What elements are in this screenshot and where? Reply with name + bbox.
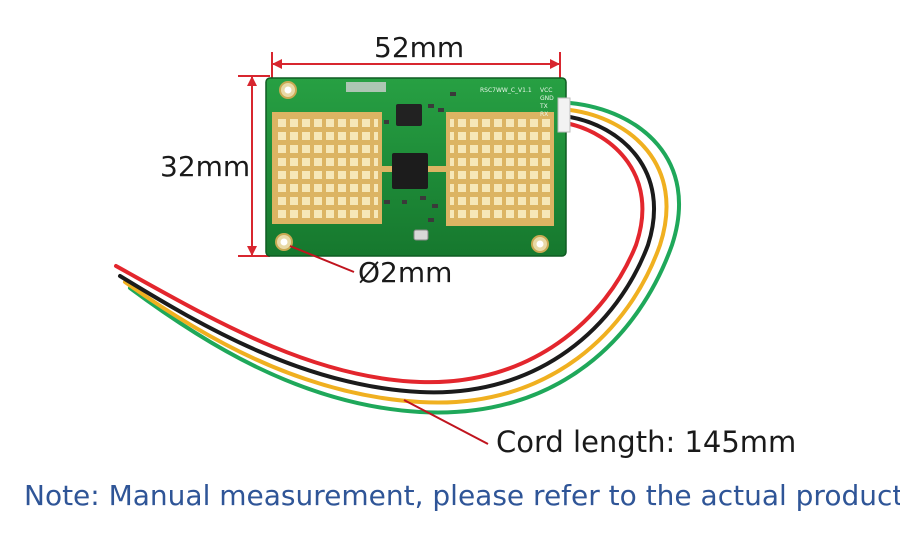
smd-components — [384, 92, 456, 222]
width-dimension-line — [271, 52, 561, 80]
hole-pointer-line — [289, 245, 355, 273]
height-dimension-label: 32mm — [160, 150, 251, 183]
mounting-hole-bottom-left — [275, 233, 293, 251]
cord-pointer-line — [403, 399, 489, 445]
mounting-hole-bottom-right — [531, 235, 549, 253]
wire-yellow — [123, 108, 669, 405]
antenna-array-right — [446, 112, 554, 226]
programming-pads — [346, 82, 386, 92]
wire-black — [118, 115, 656, 395]
wire-connector — [557, 97, 571, 133]
measurement-note: Note: Manual measurement, please refer t… — [24, 479, 900, 512]
width-dimension-label: 52mm — [374, 31, 465, 64]
cord-length-label: Cord length: 145mm — [496, 425, 797, 459]
crystal — [413, 229, 429, 241]
pin-label: VCC — [540, 87, 552, 94]
silkscreen-model: RSC7WW_C_V1.1 — [480, 87, 532, 94]
hole-diameter-label: Ø2mm — [358, 256, 453, 289]
wire-red — [114, 122, 645, 385]
antenna-array-left — [272, 112, 382, 224]
wire-green — [128, 101, 681, 415]
mcu-chip — [396, 104, 422, 126]
mounting-hole-top-left — [279, 81, 297, 99]
pin-label: TX — [539, 103, 548, 110]
pin-label: GND — [540, 95, 554, 102]
radar-module-board: RSC7WW_C_V1.1 — [265, 77, 571, 257]
pin-label: RX — [540, 111, 548, 118]
radar-ic — [392, 153, 428, 189]
height-dimension-line — [238, 75, 270, 257]
cable-bundle — [114, 101, 681, 415]
